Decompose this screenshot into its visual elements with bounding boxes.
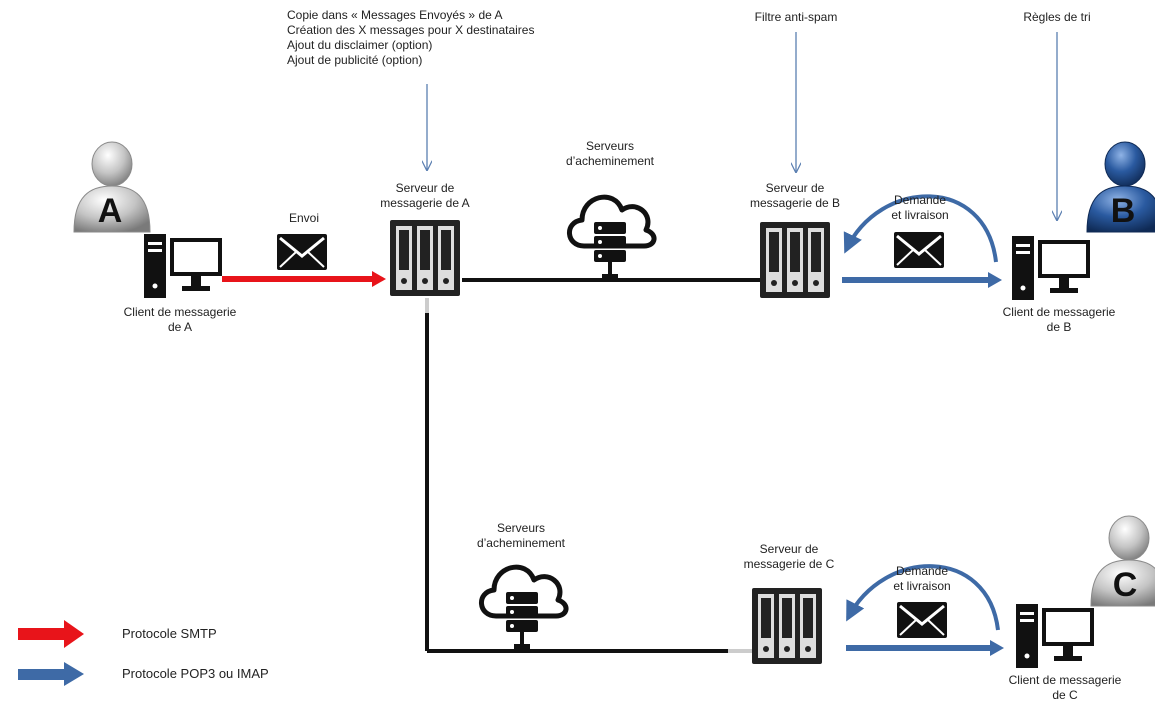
relay-top-label: Serveurs d’acheminement	[565, 139, 655, 168]
send-label: Envoi	[288, 211, 320, 225]
client-a-label: Client de messagerie de A	[123, 305, 237, 334]
legend-pop-imap-label: Protocole POP3 ou IMAP	[122, 666, 269, 681]
legend-smtp-arrow	[18, 620, 84, 648]
user-c-icon: C	[1090, 515, 1155, 607]
client-b-label: Client de messagerie de B	[1002, 305, 1116, 334]
server-c-label: Serveur de messagerie de C	[743, 542, 835, 571]
user-a-icon: A	[73, 141, 151, 233]
client-c-computer-icon	[1016, 604, 1094, 668]
legend-pop-imap-arrow	[18, 662, 84, 686]
server-a-annotation: Copie dans « Messages Envoyés » de A Cré…	[287, 8, 534, 68]
envelope-delivery-b-icon	[892, 230, 946, 270]
relay-bottom-label: Serveurs d’acheminement	[476, 521, 566, 550]
relay-bottom-cloud-server-icon	[481, 567, 566, 649]
server-b-label: Serveur de messagerie de B	[749, 181, 841, 210]
server-a-note-4: Ajout de publicité (option)	[287, 53, 423, 67]
client-a-computer-icon	[144, 234, 222, 298]
antispam-annotation: Filtre anti-spam	[754, 10, 838, 24]
server-a-note-2: Création des X messages pour X destinata…	[287, 23, 535, 37]
envelope-delivery-c-icon	[895, 600, 949, 640]
server-a-rack-icon	[390, 220, 460, 296]
pop-delivery-b-arrow	[842, 194, 1002, 288]
server-a-note-1: Copie dans « Messages Envoyés » de A	[287, 8, 503, 22]
user-b-icon: B	[1086, 141, 1155, 233]
client-c-label: Client de messagerie de C	[1008, 673, 1122, 702]
envelope-send-icon	[275, 232, 329, 272]
client-b-computer-icon	[1012, 236, 1090, 300]
server-a-note-3: Ajout du disclaimer (option)	[287, 38, 433, 52]
sort-rules-annotation: Règles de tri	[1023, 10, 1091, 24]
user-a-letter: A	[98, 192, 123, 230]
server-b-rack-icon	[760, 222, 830, 298]
pop-delivery-c-arrow	[846, 564, 1004, 656]
server-a-label: Serveur de messagerie de A	[380, 181, 470, 210]
delivery-c-label: Demande et livraison	[893, 564, 951, 593]
relay-top-cloud-server-icon	[569, 197, 654, 279]
server-c-rack-icon	[752, 588, 822, 664]
smtp-send-arrow	[222, 271, 386, 287]
legend-smtp-label: Protocole SMTP	[122, 626, 217, 641]
user-c-letter: C	[1113, 566, 1138, 604]
user-b-letter: B	[1111, 192, 1136, 230]
delivery-b-label: Demande et livraison	[891, 193, 949, 222]
